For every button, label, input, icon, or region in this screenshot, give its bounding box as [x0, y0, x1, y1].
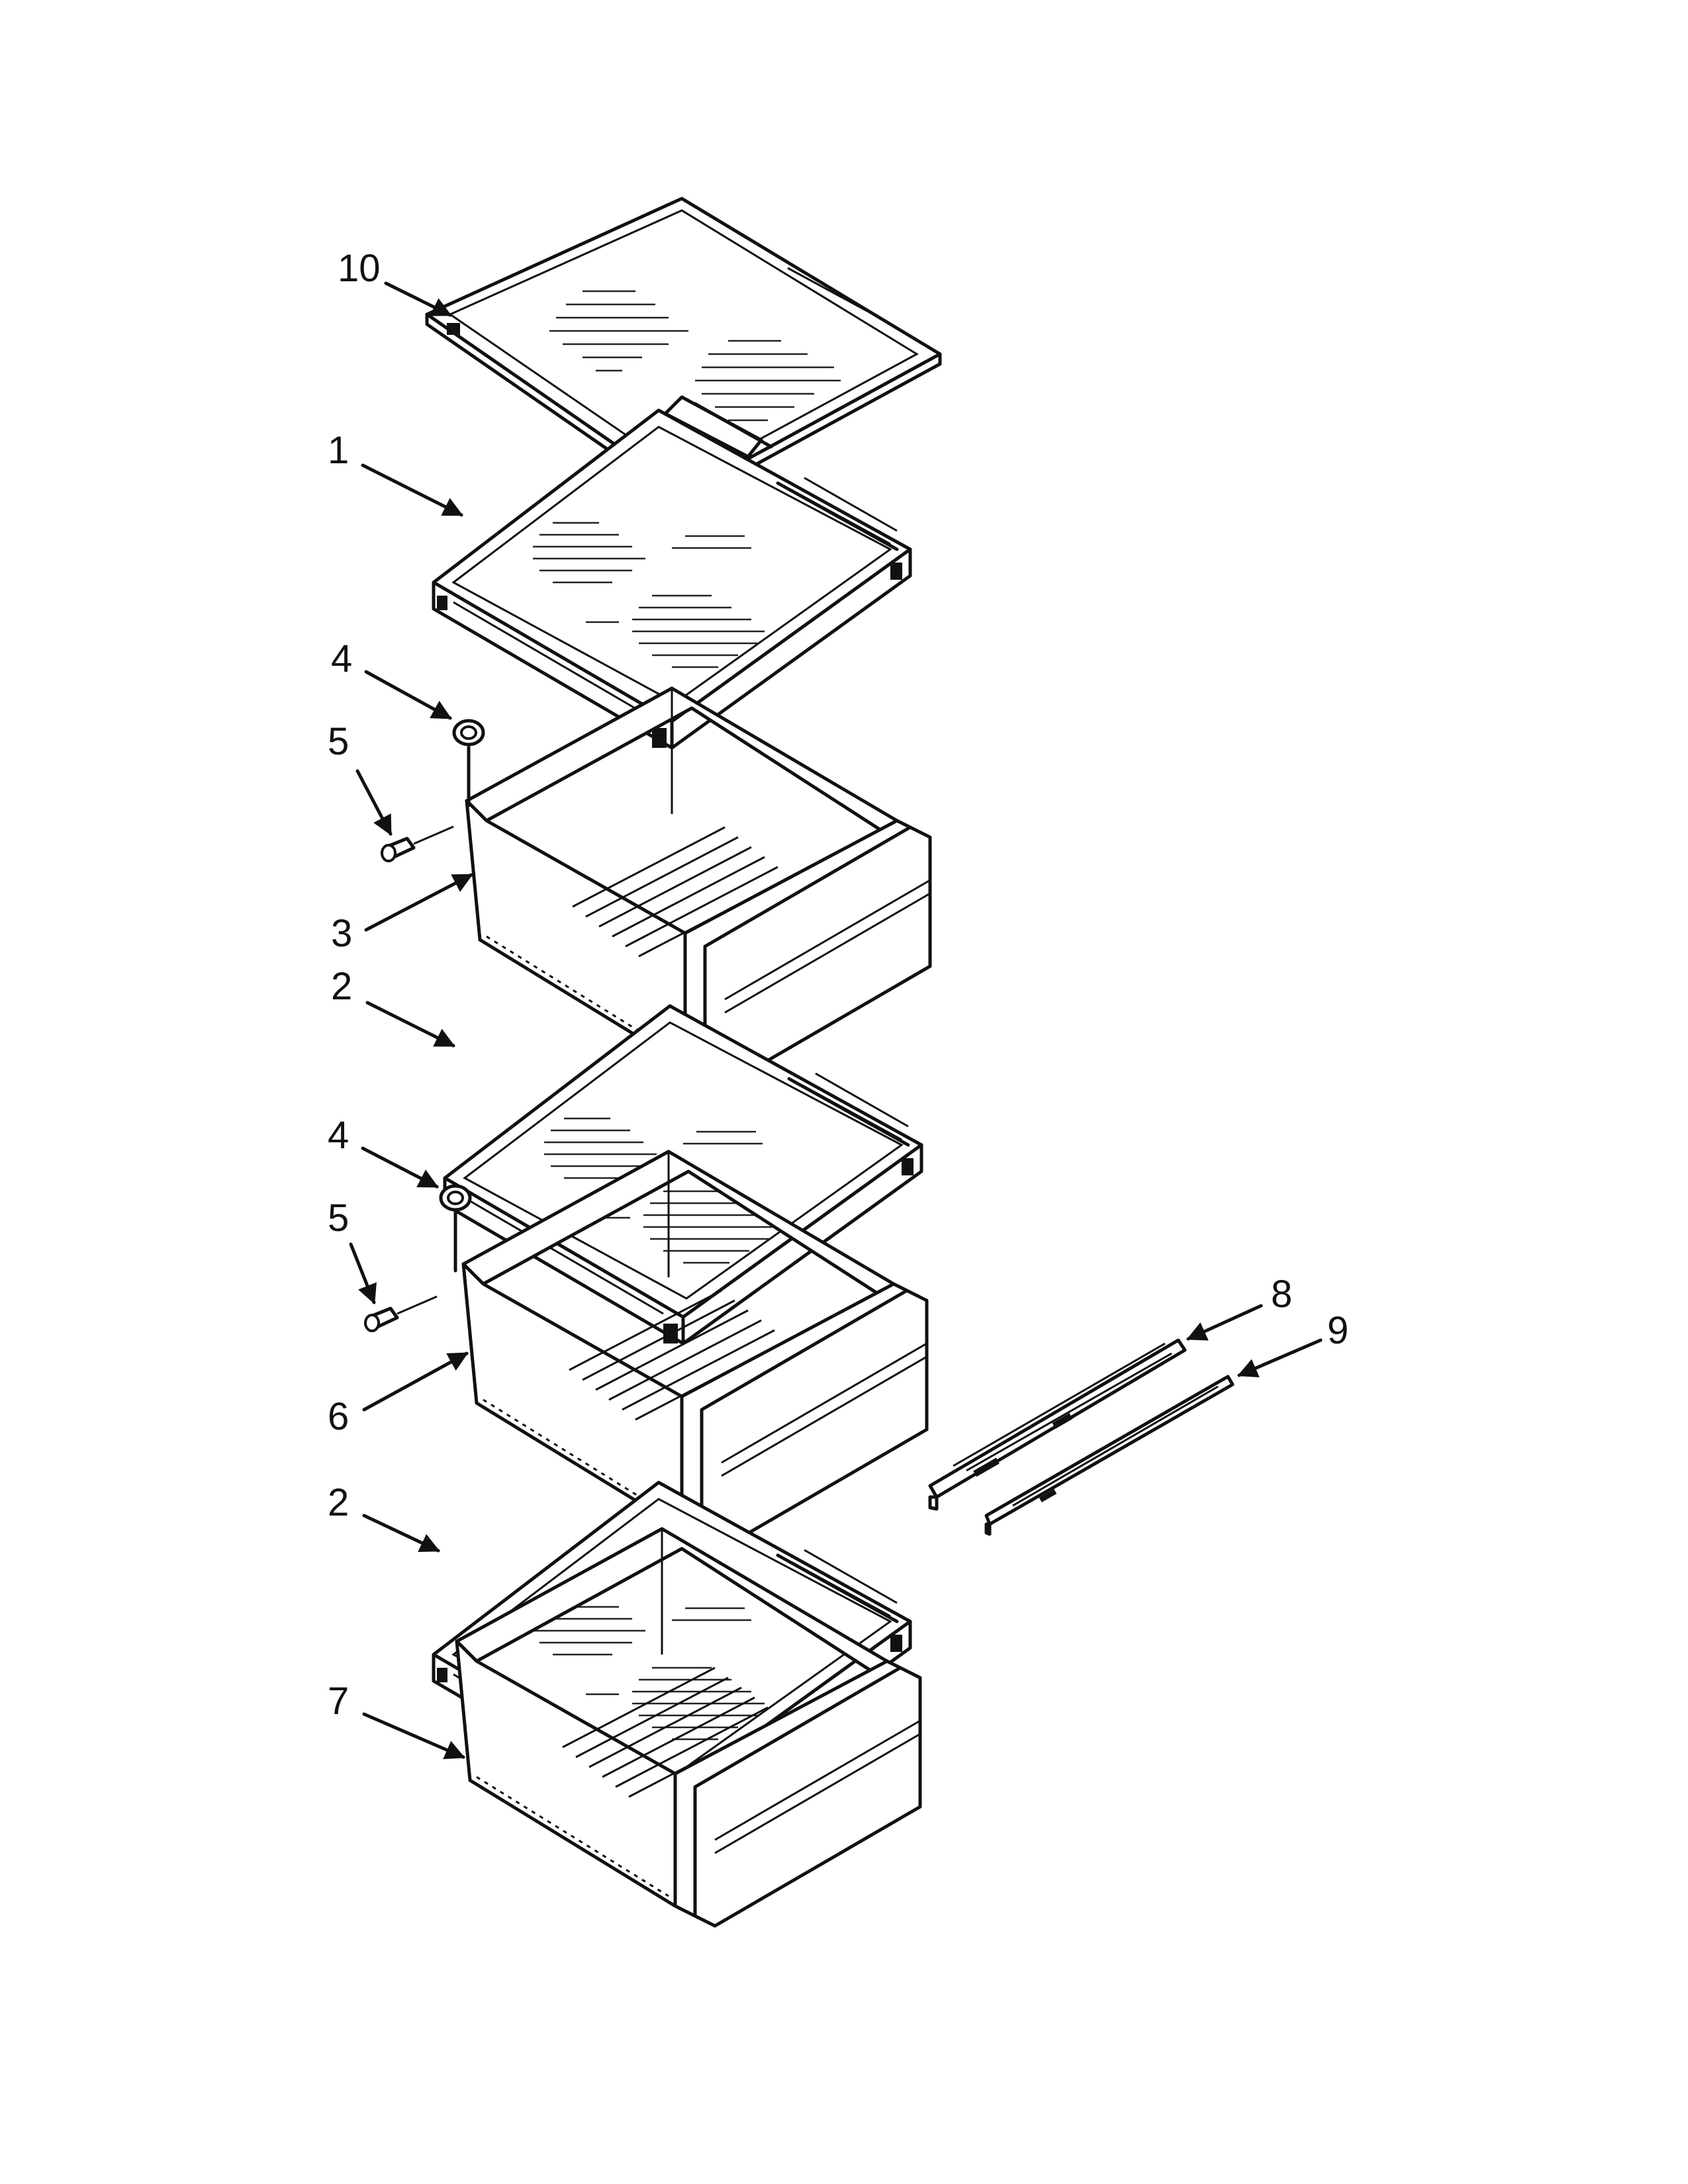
- callout-4b-label: 4: [328, 1114, 349, 1157]
- callout-1-label: 1: [328, 429, 349, 472]
- callout-2b-leader: [362, 1514, 440, 1553]
- shelf-1-rear-rail: [663, 395, 773, 459]
- callout-5b-leader: [349, 1242, 377, 1304]
- callout-4a-leader: [364, 670, 452, 720]
- callout-4a-label: 4: [331, 637, 352, 680]
- callout-10-label: 10: [338, 247, 381, 290]
- slide-rail-9: [984, 1375, 1235, 1536]
- callout-3-leader: [364, 873, 473, 932]
- callout-8-leader: [1186, 1304, 1263, 1341]
- callout-3-label: 3: [331, 912, 352, 955]
- callout-8-label: 8: [1271, 1273, 1292, 1316]
- callout-6-leader: [362, 1351, 469, 1412]
- callout-9-leader: [1237, 1338, 1323, 1378]
- screw-5-upper: [382, 827, 453, 861]
- callout-7-leader: [362, 1712, 465, 1760]
- callout-2b-label: 2: [328, 1481, 349, 1524]
- callout-2a-leader: [365, 1001, 455, 1048]
- callout-7-label: 7: [328, 1680, 349, 1723]
- callout-5b-label: 5: [328, 1197, 349, 1240]
- callout-1-leader: [361, 463, 463, 517]
- screw-5-lower: [365, 1297, 437, 1331]
- roller-4-lower: [441, 1186, 470, 1271]
- callout-2a-label: 2: [331, 965, 352, 1008]
- slide-rail-8: [928, 1338, 1187, 1511]
- callout-6-label: 6: [328, 1395, 349, 1438]
- callout-5a-leader: [355, 769, 393, 836]
- callout-10-leader: [384, 281, 452, 317]
- callout-5a-label: 5: [328, 720, 349, 763]
- callout-9-label: 9: [1327, 1309, 1348, 1352]
- callout-4b-leader: [361, 1146, 439, 1189]
